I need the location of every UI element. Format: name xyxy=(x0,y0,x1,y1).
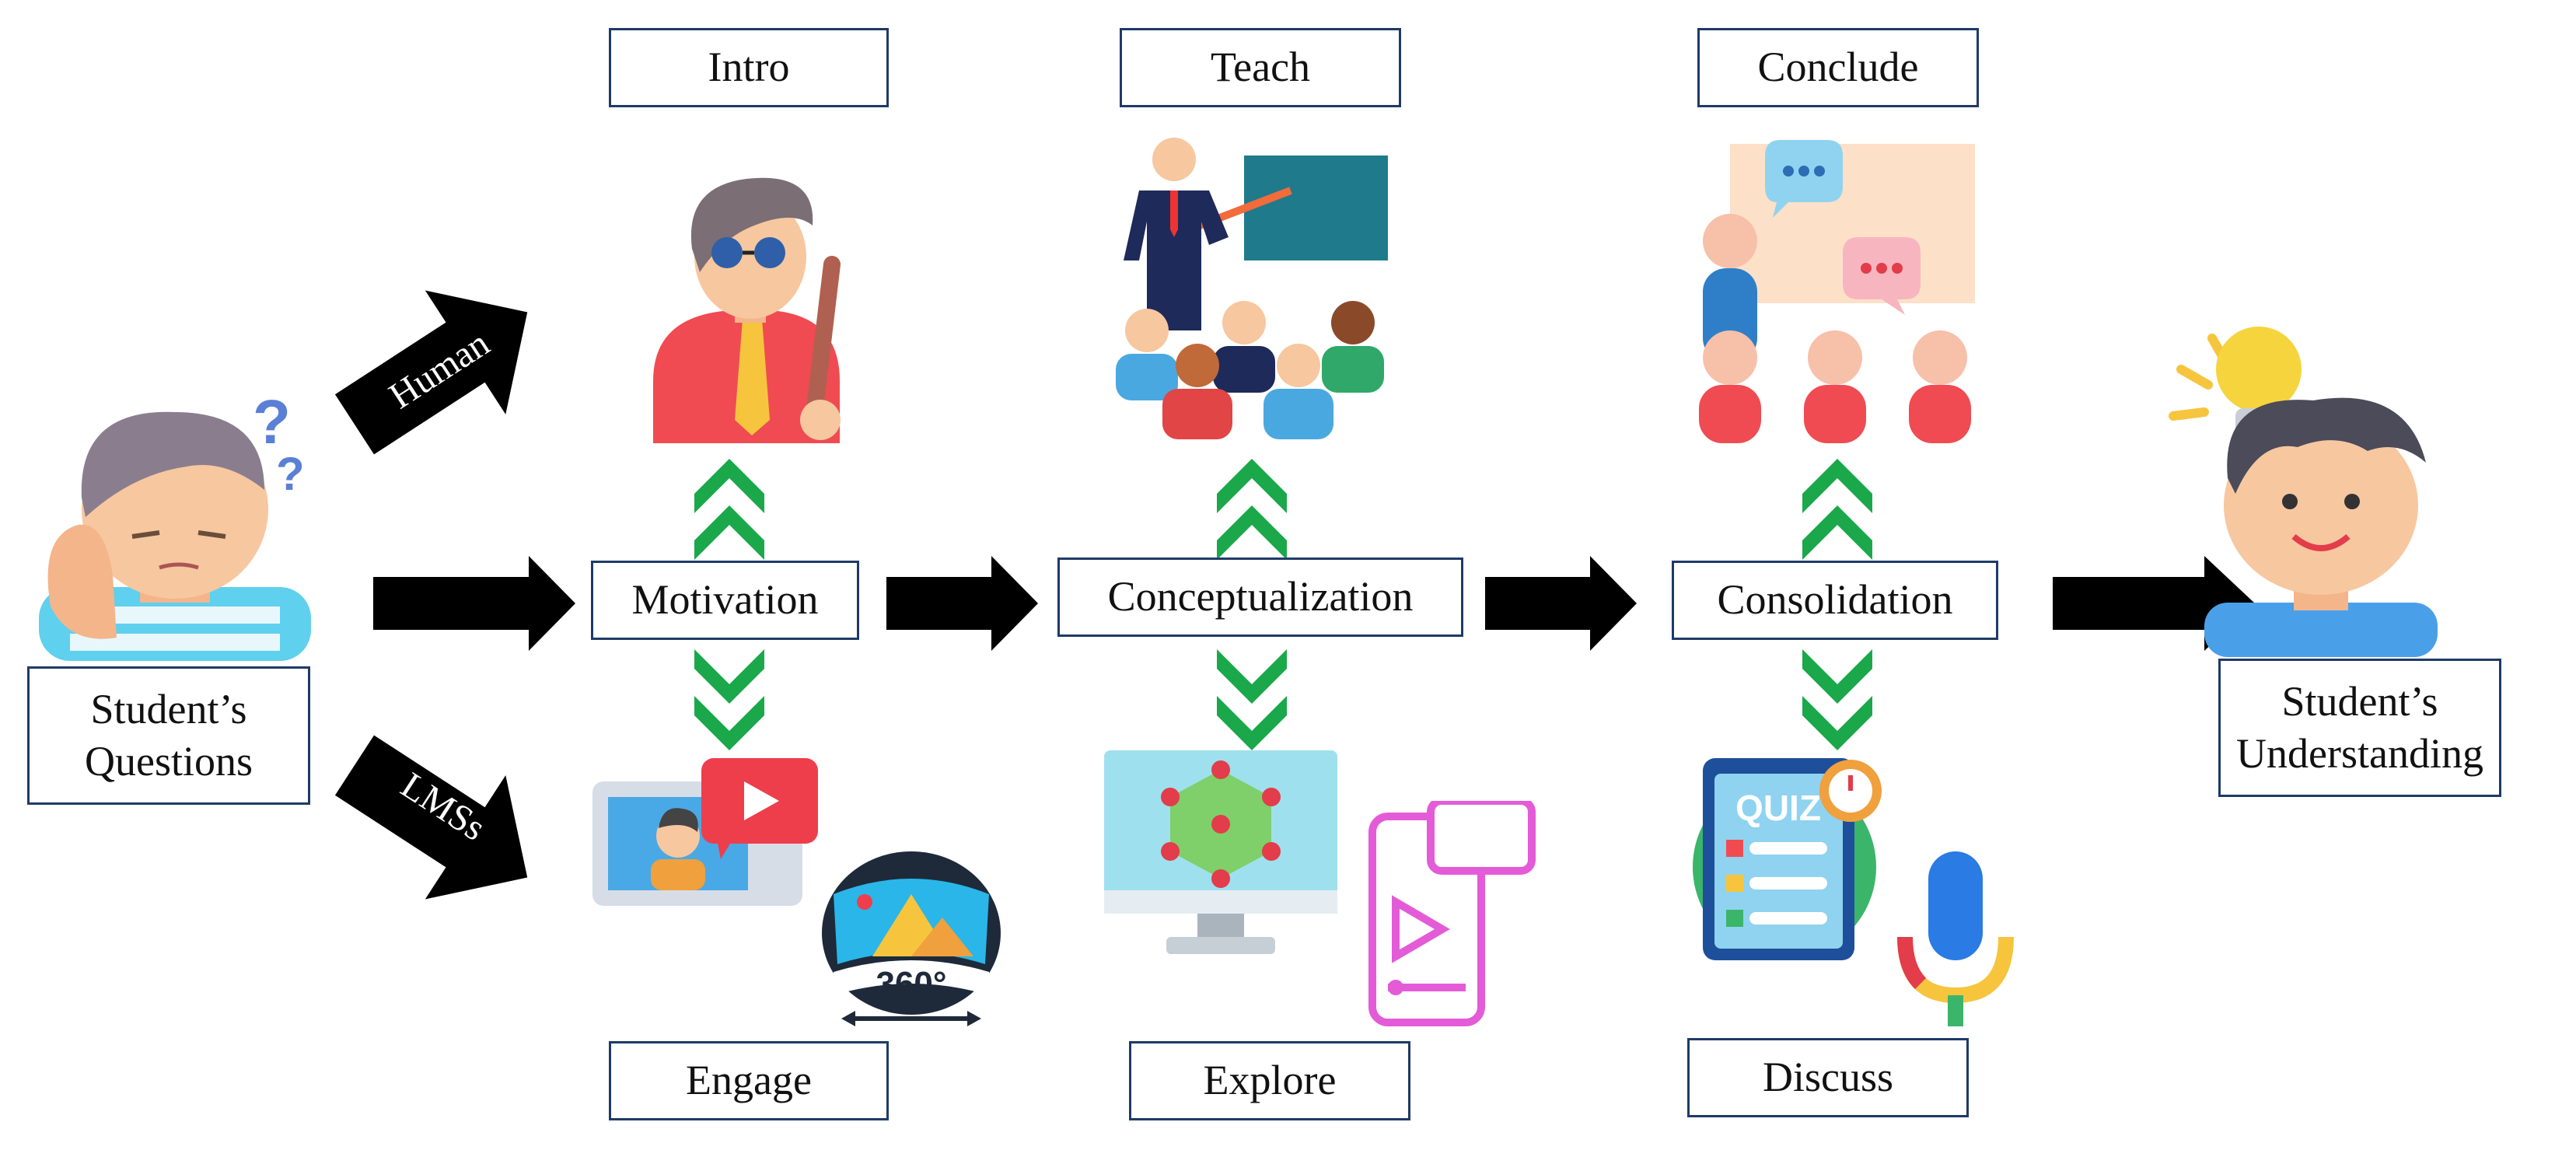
stage3-top-box: Conclude xyxy=(1697,28,1979,107)
svg-text:?: ? xyxy=(253,387,291,456)
stage3-bottom-label: Discuss xyxy=(1762,1054,1893,1101)
quiz-app-icon: QUIZ xyxy=(1693,758,1882,960)
start-label-line2: Questions xyxy=(85,738,253,785)
stage1-top-label: Intro xyxy=(708,44,790,91)
end-label-line1: Student’s xyxy=(2281,677,2438,725)
stage1-top-box: Intro xyxy=(609,28,889,107)
stage3-middle-box: Consolidation xyxy=(1672,561,1998,640)
stage2-top-box: Teach xyxy=(1120,28,1401,107)
end-label-box: Student’s Understanding xyxy=(2218,659,2501,797)
end-label-line2: Understanding xyxy=(2236,730,2483,777)
presenter-with-pointer-icon xyxy=(653,177,841,443)
stage2-bottom-box: Explore xyxy=(1129,1041,1410,1120)
lightbulb-student-icon xyxy=(2169,327,2438,657)
stage2-bottom-label: Explore xyxy=(1203,1057,1337,1104)
teacher-and-class-icon xyxy=(1116,138,1388,439)
chevron-down-conceptualization xyxy=(1217,649,1287,750)
stage1-bottom-label: Engage xyxy=(686,1057,812,1104)
confused-student-icon: ? ? xyxy=(39,387,311,661)
stage1-middle-box: Motivation xyxy=(591,561,859,640)
chevron-up-conceptualization xyxy=(1217,459,1287,560)
mobile-video-app-icon xyxy=(1368,801,1536,1026)
start-label-line1: Student’s xyxy=(90,685,247,732)
video-lesson-icon xyxy=(592,758,818,906)
group-discussion-icon xyxy=(1699,140,1975,443)
arrow-human xyxy=(334,290,528,455)
quiz-label: QUIZ xyxy=(1735,788,1821,828)
chevron-up-consolidation xyxy=(1802,459,1872,560)
svg-text:?: ? xyxy=(276,448,305,500)
stage2-middle-box: Conceptualization xyxy=(1057,558,1463,637)
360-view-icon: 360° xyxy=(822,851,1001,1026)
start-label-box: Student’s Questions xyxy=(27,666,310,805)
chevron-up-motivation xyxy=(694,459,764,560)
arrow-start-to-motivation xyxy=(373,556,575,651)
stage2-middle-label: Conceptualization xyxy=(1107,573,1414,620)
stage1-bottom-box: Engage xyxy=(609,1041,889,1120)
3d-model-monitor-icon xyxy=(1104,750,1337,954)
arrow-motivation-to-conceptualization xyxy=(886,556,1038,651)
arrow-lms xyxy=(334,735,528,900)
stage1-middle-label: Motivation xyxy=(631,576,819,624)
stage3-top-label: Conclude xyxy=(1757,44,1919,91)
stage3-middle-label: Consolidation xyxy=(1717,576,1953,624)
chevron-down-motivation xyxy=(694,649,764,750)
chevron-down-consolidation xyxy=(1802,649,1872,750)
360-label: 360° xyxy=(876,965,946,1003)
microphone-icon xyxy=(1897,851,2014,1026)
arrow-conceptualization-to-consolidation xyxy=(1485,556,1637,651)
stage2-top-label: Teach xyxy=(1210,44,1311,91)
stage3-bottom-box: Discuss xyxy=(1687,1038,1969,1117)
